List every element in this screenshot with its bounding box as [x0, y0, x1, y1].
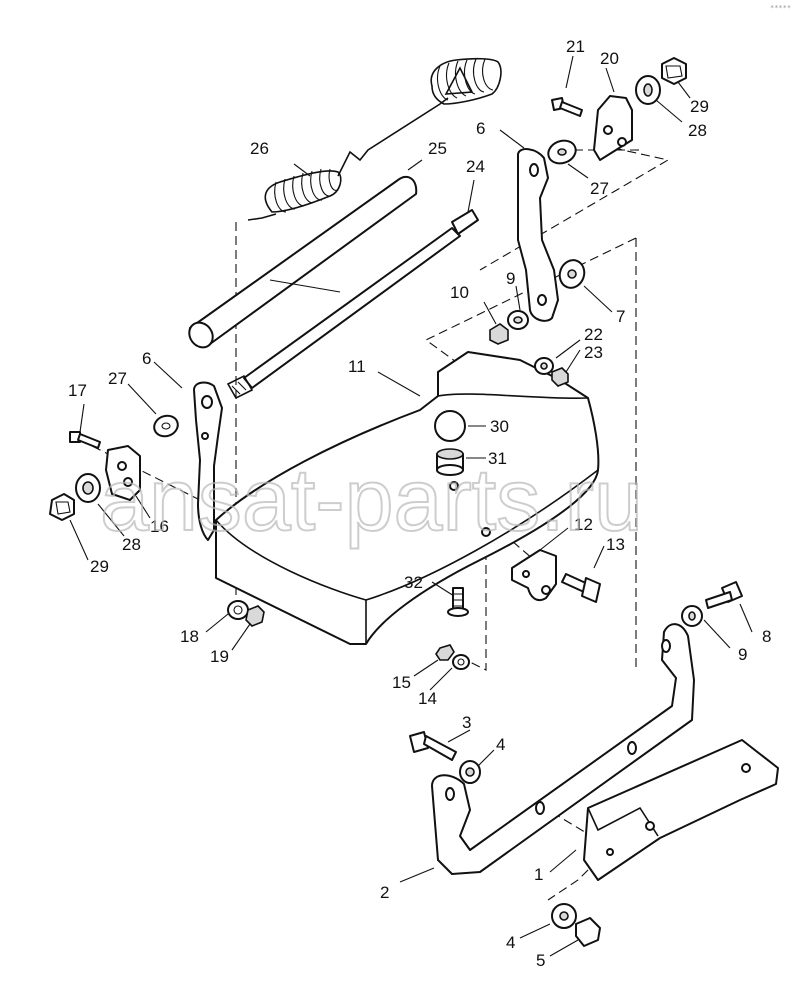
bracket-2 [431, 623, 695, 875]
label-29-top: 29 [690, 97, 709, 116]
washer-4-bottom [551, 903, 577, 929]
tube-25 [188, 175, 418, 349]
corner-tag: ***** [770, 4, 791, 12]
label-28-left: 28 [122, 535, 141, 554]
label-4-bottom: 4 [506, 933, 515, 952]
label-1: 1 [534, 865, 543, 884]
nut-29-top [661, 57, 687, 85]
nut-10 [489, 323, 509, 345]
label-8: 8 [762, 627, 771, 646]
label-21: 21 [566, 37, 585, 56]
cap-30 [434, 410, 466, 442]
label-11: 11 [348, 357, 366, 376]
nut-19 [245, 605, 265, 627]
label-16: 16 [150, 517, 169, 536]
label-4-top: 4 [496, 735, 505, 754]
label-31: 31 [488, 449, 507, 468]
label-6-right: 6 [476, 119, 485, 138]
label-17: 17 [68, 381, 87, 400]
label-26: 26 [250, 139, 269, 158]
label-9-top: 9 [506, 269, 515, 288]
bracket-6-right [517, 148, 559, 322]
bolt-21 [551, 97, 583, 117]
part-labels: 21 20 29 28 6 27 25 24 26 9 10 7 22 23 1… [68, 37, 771, 970]
washer-9 [507, 310, 529, 330]
grommet-31 [436, 448, 464, 476]
bracket-6-left [193, 381, 223, 541]
label-9-bottom: 9 [738, 645, 747, 664]
label-30: 30 [490, 417, 509, 436]
bolt-32 [447, 481, 469, 617]
label-18: 18 [180, 627, 199, 646]
washer-18 [227, 600, 249, 620]
spring-26 [247, 57, 502, 221]
label-22: 22 [584, 325, 603, 344]
nut-29-left [49, 493, 75, 521]
label-29-left: 29 [90, 557, 109, 576]
label-3: 3 [462, 713, 471, 732]
label-6-left: 6 [142, 349, 151, 368]
label-27-right: 27 [590, 179, 609, 198]
label-20: 20 [600, 49, 619, 68]
washer-14 [452, 654, 470, 670]
label-2: 2 [380, 883, 389, 902]
washer-28-top [635, 75, 661, 105]
nut-15 [435, 644, 455, 661]
label-25: 25 [428, 139, 447, 158]
nut-23 [551, 367, 569, 387]
nut-5 [575, 917, 601, 947]
washer-27-right [547, 139, 577, 165]
label-12: 12 [574, 515, 593, 534]
leader-lines [69, 55, 753, 957]
washer-22 [534, 357, 554, 375]
hood-body-11 [215, 351, 600, 645]
washer-27-left [153, 414, 179, 438]
label-5: 5 [536, 951, 545, 970]
watermark: ansat-parts.ru [100, 450, 643, 549]
washer-9-bottom [681, 605, 703, 627]
hinge-20 [593, 95, 633, 161]
label-15: 15 [392, 673, 411, 692]
label-7: 7 [616, 307, 625, 326]
label-24: 24 [466, 157, 485, 176]
washer-4-top [459, 760, 481, 784]
washer-28-left [75, 473, 101, 503]
label-32: 32 [404, 573, 423, 592]
bolt-13 [561, 573, 601, 603]
bolt-3 [409, 731, 457, 761]
bracket-1 [583, 739, 779, 881]
label-10: 10 [450, 283, 469, 302]
bolt-8 [705, 581, 743, 609]
shaft-24 [226, 209, 479, 400]
washer-7 [558, 259, 586, 289]
bracket-12 [511, 549, 557, 602]
label-28-top: 28 [688, 121, 707, 140]
label-14: 14 [418, 689, 437, 708]
label-19: 19 [210, 647, 229, 666]
label-27-left: 27 [108, 369, 127, 388]
label-13: 13 [606, 535, 625, 554]
bolt-17 [69, 431, 101, 449]
label-23: 23 [584, 343, 603, 362]
hinge-16 [105, 445, 141, 501]
